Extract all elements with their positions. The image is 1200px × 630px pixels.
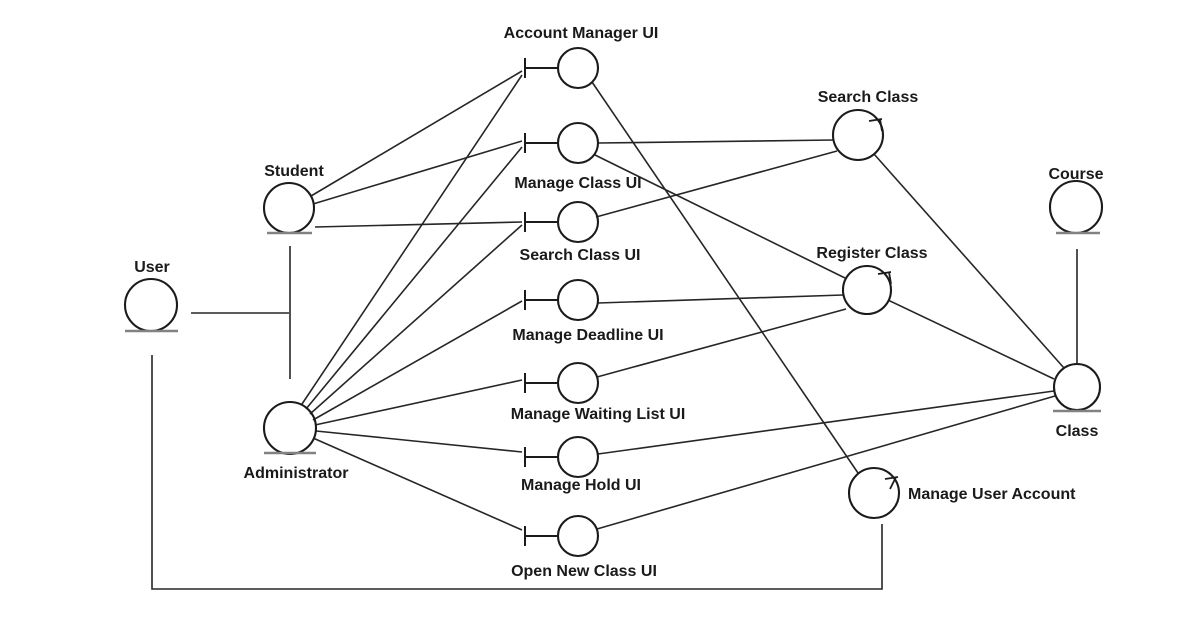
actor-student: Student — [262, 163, 324, 235]
actor-administrator: Administrator — [244, 400, 349, 482]
edges — [151, 70, 1078, 590]
edge-open-new-class-ui-class — [596, 395, 1056, 530]
boundary-manage-waiting-list-ui: Manage Waiting List UI — [511, 361, 686, 423]
boundary-manage-hold-ui: Manage Hold UI — [521, 435, 641, 494]
manage-user-account-label: Manage User Account — [908, 486, 1076, 503]
edge-search-class-ui-search-class — [595, 150, 838, 218]
manage-user-account-arrow-tick — [884, 476, 899, 490]
open-new-class-ui-circle — [556, 514, 600, 558]
edge-admin-manage-deadline-ui — [312, 300, 523, 421]
administrator-circle — [262, 400, 318, 456]
control-manage-user-account: Manage User Account — [847, 466, 1076, 520]
manage-waiting-list-ui-label: Manage Waiting List UI — [511, 406, 686, 423]
control-register-class: Register Class — [816, 245, 928, 316]
edge-manage-class-ui-search-class — [597, 139, 835, 144]
boundary-open-new-class-ui: Open New Class UI — [511, 514, 657, 580]
course-circle — [1048, 179, 1104, 235]
edge-user-manage-user-account — [151, 355, 883, 590]
manage-waiting-list-ui-circle — [556, 361, 600, 405]
edge-student-account-manager-ui — [310, 70, 523, 197]
edge-admin-manage-waiting-list-ui — [314, 379, 523, 426]
edge-admin-search-class-ui — [309, 224, 523, 415]
manage-hold-ui-label: Manage Hold UI — [521, 477, 641, 494]
edge-account-manager-ui-manage-user-account — [591, 81, 859, 474]
edge-admin-manage-hold-ui — [315, 430, 523, 453]
register-class-arrow-tick — [877, 271, 892, 285]
administrator-label: Administrator — [244, 465, 349, 482]
edge-search-class-class — [873, 153, 1065, 369]
edge-admin-open-new-class-ui — [312, 437, 523, 531]
search-class-label: Search Class — [818, 89, 919, 106]
manage-class-ui-label: Manage Class UI — [514, 175, 641, 192]
boundary-account-manager-ui: Account Manager UI — [504, 25, 659, 90]
edge-admin-manage-class-ui — [305, 146, 523, 410]
search-class-ui-circle — [556, 200, 600, 244]
user-circle — [123, 277, 179, 333]
search-class-circle — [831, 108, 885, 162]
manage-user-account-circle — [847, 466, 901, 520]
class-label: Class — [1056, 423, 1099, 440]
account-manager-ui-label: Account Manager UI — [504, 25, 659, 42]
search-class-ui-label: Search Class UI — [520, 247, 641, 264]
entity-class: Class — [1052, 362, 1102, 440]
edge-student-manage-class-ui — [312, 140, 523, 205]
edge-register-class-class — [887, 299, 1055, 380]
manage-deadline-ui-circle — [556, 278, 600, 322]
edge-student-search-class-ui — [314, 221, 523, 228]
manage-class-ui-circle — [556, 121, 600, 165]
control-search-class: Search Class — [818, 89, 919, 162]
entity-course: Course — [1048, 166, 1104, 235]
boundary-manage-class-ui: Manage Class UI — [514, 121, 642, 192]
class-circle — [1052, 362, 1102, 412]
manage-deadline-ui-label: Manage Deadline UI — [512, 327, 663, 344]
edge-manage-deadline-ui-register-class — [597, 294, 844, 304]
boundary-search-class-ui: Search Class UI — [520, 200, 641, 264]
edge-manage-hold-ui-class — [597, 390, 1055, 455]
student-circle — [262, 181, 316, 235]
open-new-class-ui-label: Open New Class UI — [511, 563, 657, 580]
register-class-label: Register Class — [816, 245, 927, 262]
edge-manage-waiting-list-ui-register-class — [596, 308, 847, 378]
search-class-arrow-tick — [868, 118, 883, 132]
account-manager-ui-circle — [556, 46, 600, 90]
manage-hold-ui-circle — [556, 435, 600, 479]
student-label: Student — [264, 163, 324, 180]
register-class-circle — [841, 264, 893, 316]
user-label: User — [134, 259, 170, 276]
edge-manage-class-ui-register-class — [594, 154, 846, 279]
boundary-manage-deadline-ui: Manage Deadline UI — [512, 278, 664, 344]
edge-admin-account-manager-ui — [301, 74, 523, 405]
actor-user: User — [123, 259, 179, 333]
course-label: Course — [1048, 166, 1103, 183]
